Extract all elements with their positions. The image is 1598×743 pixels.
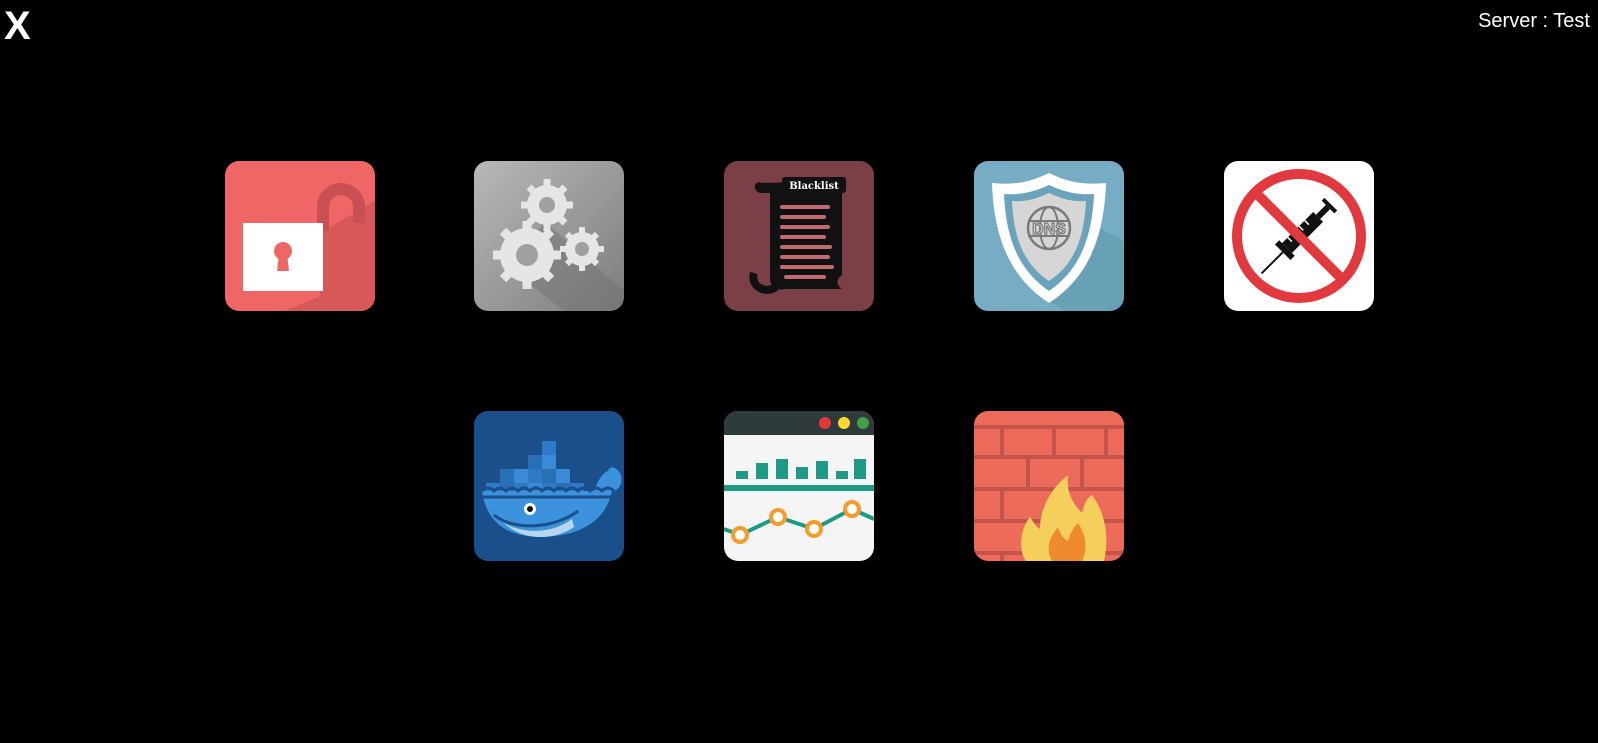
no-injection-icon xyxy=(1224,161,1374,311)
tile-unlock[interactable] xyxy=(225,161,375,311)
tile-blacklist[interactable]: Blacklist xyxy=(724,161,874,311)
monitoring-chart-icon xyxy=(724,411,874,561)
tile-no-injection[interactable] xyxy=(1224,161,1374,311)
blacklist-scroll-icon: Blacklist xyxy=(724,161,874,311)
tile-monitoring[interactable] xyxy=(724,411,874,561)
unlock-icon xyxy=(225,161,375,311)
dns-shield-icon: DNS xyxy=(974,161,1124,311)
close-button[interactable]: X xyxy=(4,4,31,48)
firewall-icon xyxy=(974,411,1124,561)
docker-whale-icon xyxy=(474,411,624,561)
tile-firewall[interactable] xyxy=(974,411,1124,561)
server-label: Server : Test xyxy=(1478,10,1590,32)
tile-docker[interactable] xyxy=(474,411,624,561)
blacklist-banner-text: Blacklist xyxy=(789,181,839,192)
gears-icon xyxy=(474,161,624,311)
tile-gears[interactable] xyxy=(474,161,624,311)
tile-dns-shield[interactable]: DNS xyxy=(974,161,1124,311)
dns-shield-text: DNS xyxy=(1032,221,1066,238)
